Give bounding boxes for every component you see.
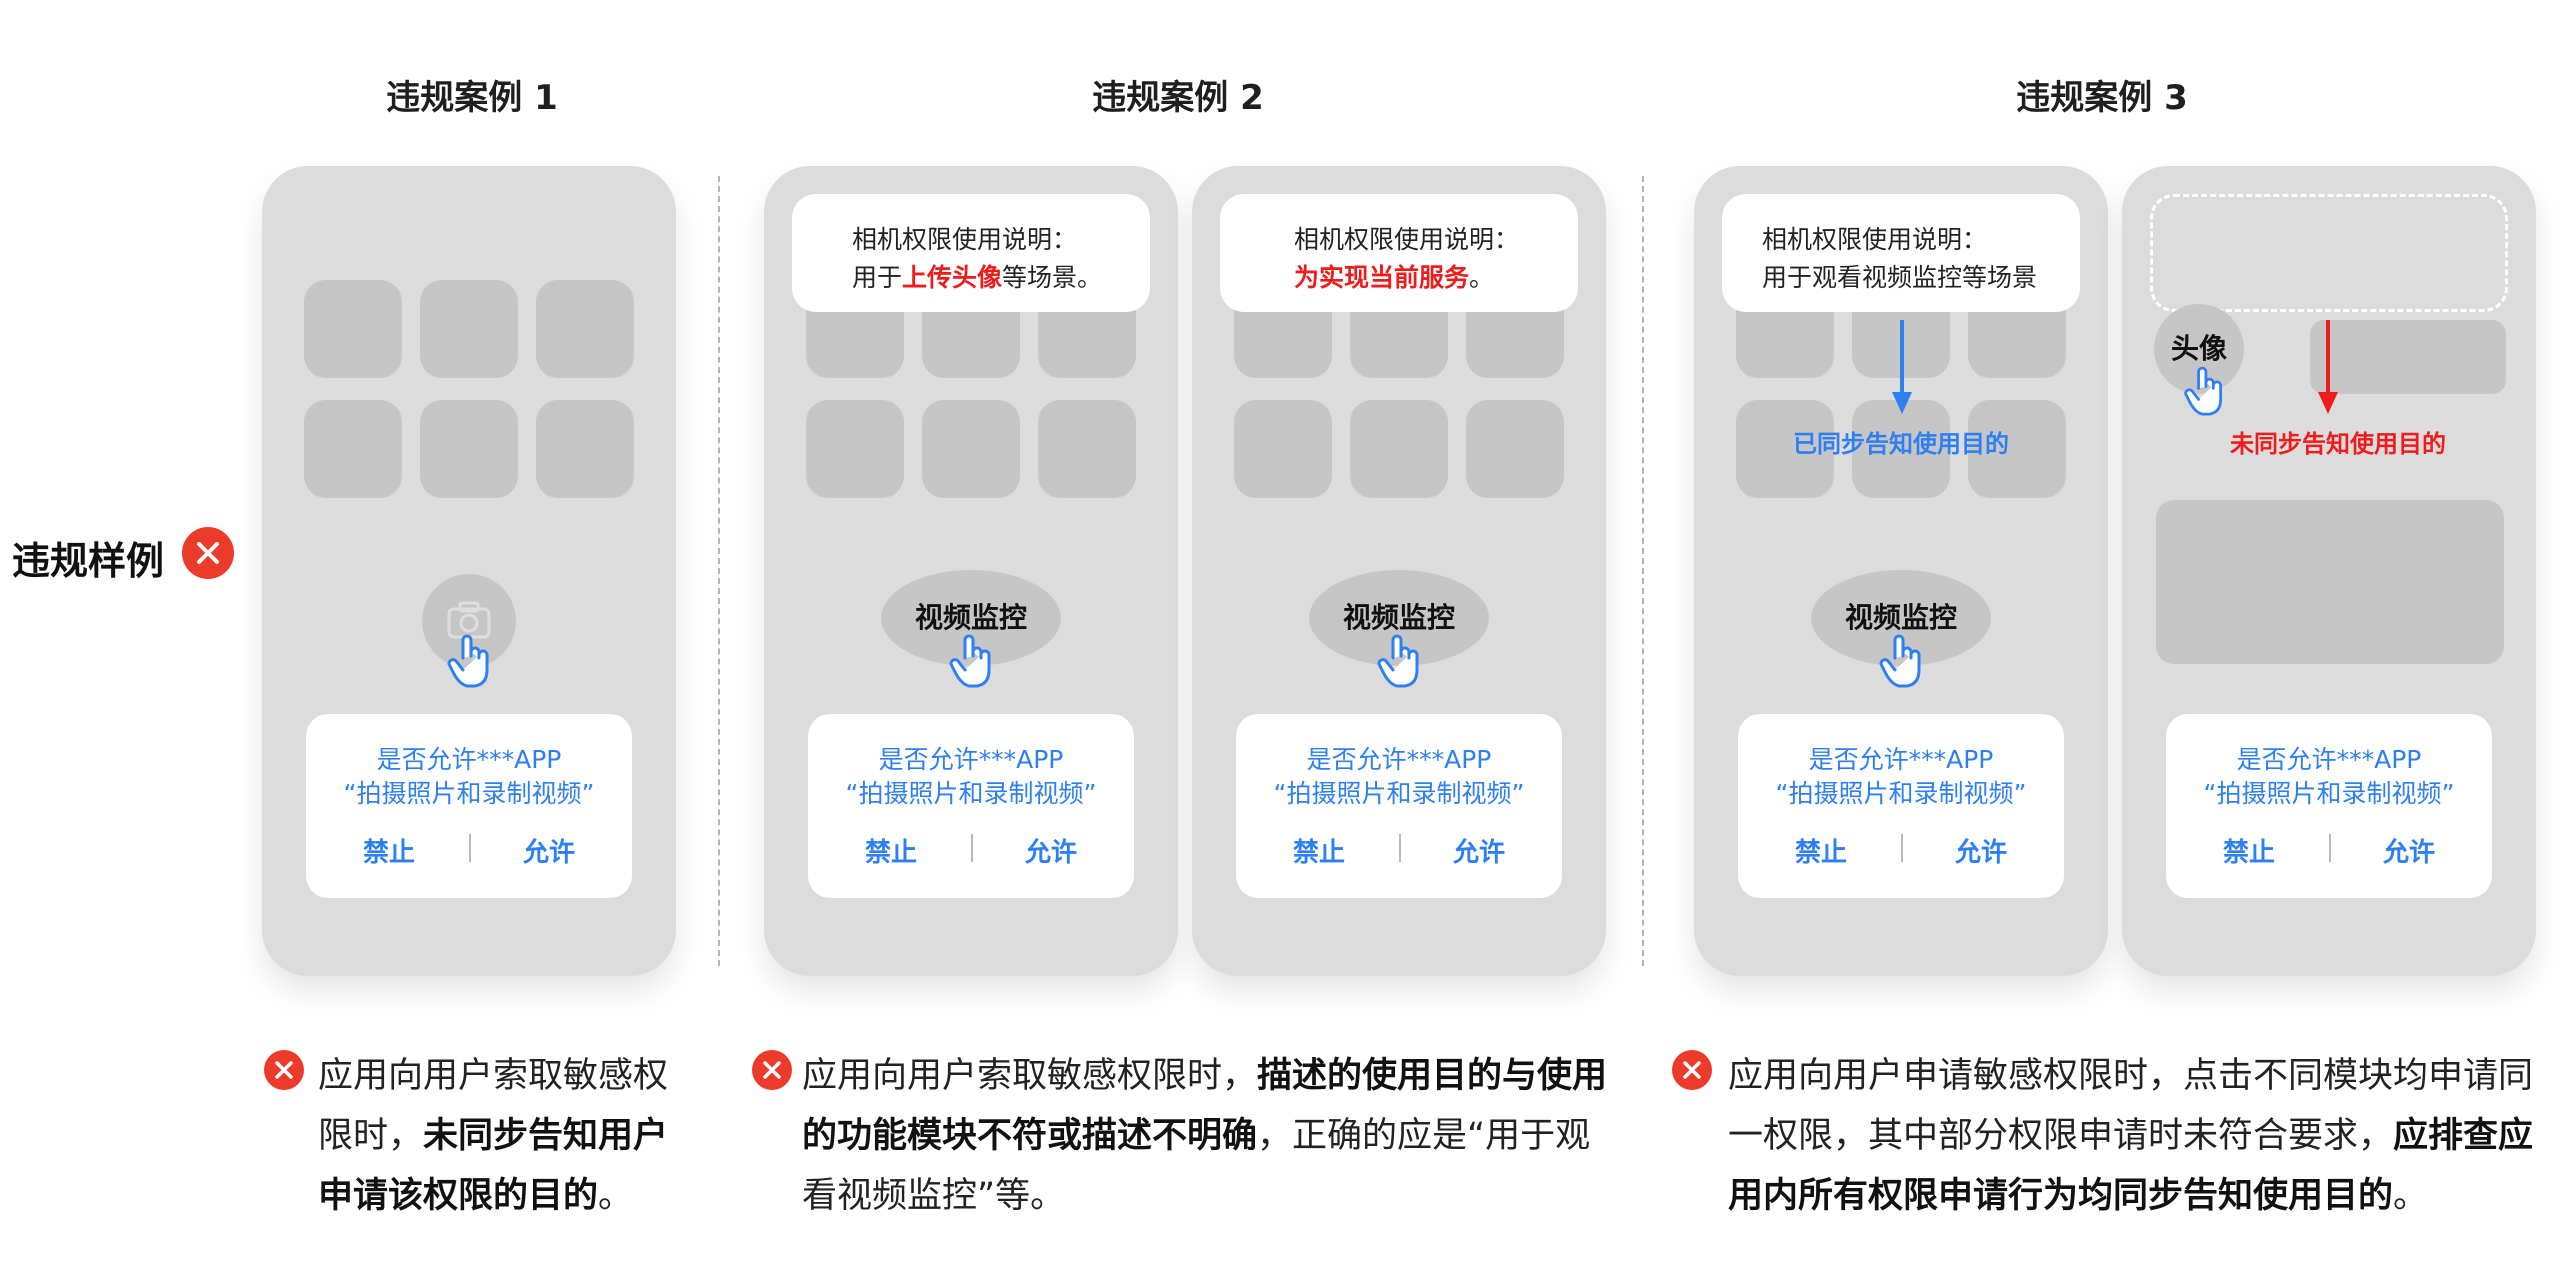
allow-button[interactable]: 允许 — [1954, 838, 2007, 868]
app-tile — [1038, 400, 1136, 498]
error-x-icon — [264, 1050, 304, 1090]
blue-arrow-icon — [1892, 320, 1912, 414]
app-tile — [1350, 300, 1448, 378]
permission-dialog: 是否允许***APP “拍摄照片和录制视频” 禁止 允许 — [1738, 714, 2064, 898]
permission-dialog: 是否允许***APP “拍摄照片和录制视频” 禁止 允许 — [2166, 714, 2492, 898]
deny-button[interactable]: 禁止 — [864, 838, 917, 868]
tap-hand-icon — [1377, 634, 1419, 688]
allow-button[interactable]: 允许 — [522, 838, 575, 868]
violation-sample-label: 违规样例 — [12, 539, 165, 583]
dialog-question: 是否允许***APP — [878, 745, 1064, 774]
case-3-title: 违规案例 3 — [2016, 78, 2188, 118]
app-tile — [536, 280, 634, 378]
dialog-divider — [1901, 834, 1903, 862]
error-x-icon — [1672, 1050, 1712, 1090]
permission-dialog: 是否允许***APP “拍摄照片和录制视频” 禁止 允许 — [1236, 714, 1562, 898]
dialog-question: 是否允许***APP — [376, 745, 562, 774]
dialog-divider — [2329, 834, 2331, 862]
tap-hand-icon — [2184, 366, 2223, 416]
app-tile — [1466, 300, 1564, 378]
app-tile — [1968, 400, 2066, 498]
synced-note: 已同步告知使用目的 — [1793, 430, 2009, 458]
content-block — [2310, 320, 2506, 394]
phone-case-2a: 相机权限使用说明： 用于上传头像等场景。 视频监控 是否允许***APP “拍摄… — [764, 166, 1178, 976]
app-tile — [304, 400, 402, 498]
case-divider-1 — [718, 176, 720, 966]
dialog-permission: “拍摄照片和录制视频” — [845, 779, 1097, 808]
app-tile — [1968, 300, 2066, 378]
permission-explanation: 相机权限使用说明： 为实现当前服务。 — [1220, 194, 1578, 312]
app-tile — [922, 300, 1020, 378]
app-tile — [1852, 400, 1950, 498]
video-monitor-button[interactable]: 视频监控 — [1811, 570, 1991, 666]
case-1-title: 违规案例 1 — [386, 78, 558, 118]
explanation-text: 为实现当前服务。 — [1294, 263, 1495, 292]
dialog-divider — [971, 834, 973, 862]
missing-explanation-placeholder — [2150, 194, 2508, 312]
app-tile — [1234, 400, 1332, 498]
red-arrow-icon — [2318, 320, 2338, 414]
explanation-text: 用于上传头像等场景。 — [852, 263, 1103, 292]
allow-button[interactable]: 允许 — [1452, 838, 1505, 868]
explanation-title: 相机权限使用说明： — [1762, 225, 1988, 254]
allow-button[interactable]: 允许 — [2382, 838, 2435, 868]
dialog-question: 是否允许***APP — [1808, 745, 1994, 774]
case-1-description: 应用向用户索取敏感权限时，未同步告知用户申请该权限的目的。 — [318, 1056, 669, 1216]
app-tile — [536, 400, 634, 498]
explanation-title: 相机权限使用说明： — [852, 225, 1078, 254]
permission-dialog: 是否允许***APP “拍摄照片和录制视频” 禁止 允许 — [306, 714, 632, 898]
app-tile — [922, 400, 1020, 498]
phone-case-3a: 相机权限使用说明： 用于观看视频监控等场景 已同步告知使用目的 视频监控 是否允… — [1694, 166, 2108, 976]
content-block — [2156, 500, 2504, 664]
app-tile — [304, 280, 402, 378]
dialog-permission: “拍摄照片和录制视频” — [1775, 779, 2027, 808]
case-divider-2 — [1642, 176, 1644, 966]
app-tile — [1038, 300, 1136, 378]
case-2-title: 违规案例 2 — [1092, 78, 1264, 118]
dialog-divider — [469, 834, 471, 862]
app-tile — [1736, 400, 1834, 498]
deny-button[interactable]: 禁止 — [362, 838, 415, 868]
allow-button[interactable]: 允许 — [1024, 838, 1077, 868]
app-tile — [1350, 400, 1448, 498]
deny-button[interactable]: 禁止 — [2222, 838, 2275, 868]
dialog-divider — [1399, 834, 1401, 862]
error-x-icon — [752, 1050, 792, 1090]
phone-case-3b: 头像 未同步告知使用目的 是否允许***APP “拍摄照片和录制视频” 禁止 允… — [2122, 166, 2536, 976]
deny-button[interactable]: 禁止 — [1292, 838, 1345, 868]
app-tile — [1466, 400, 1564, 498]
not-synced-note: 未同步告知使用目的 — [2230, 430, 2446, 458]
error-x-icon — [182, 527, 234, 579]
case-2-description: 应用向用户索取敏感权限时，描述的使用目的与使用的功能模块不符或描述不明确，正确的… — [802, 1056, 1608, 1216]
app-tile — [806, 300, 904, 378]
app-tile — [420, 280, 518, 378]
phone-case-2b: 相机权限使用说明： 为实现当前服务。 视频监控 是否允许***APP “拍摄照片… — [1192, 166, 1606, 976]
dialog-permission: “拍摄照片和录制视频” — [1273, 779, 1525, 808]
dialog-permission: “拍摄照片和录制视频” — [2203, 779, 2455, 808]
dialog-permission: “拍摄照片和录制视频” — [343, 779, 595, 808]
app-tile — [1234, 300, 1332, 378]
deny-button[interactable]: 禁止 — [1794, 838, 1847, 868]
explanation-text: 用于观看视频监控等场景 — [1762, 263, 2038, 292]
video-monitor-button[interactable]: 视频监控 — [881, 570, 1061, 666]
tap-hand-icon — [949, 634, 991, 688]
app-tile — [420, 400, 518, 498]
case-3-description: 应用向用户申请敏感权限时，点击不同模块均申请同一权限，其中部分权限申请时未符合要… — [1728, 1056, 2534, 1216]
tap-hand-icon — [447, 634, 489, 688]
dialog-question: 是否允许***APP — [1306, 745, 1492, 774]
permission-explanation: 相机权限使用说明： 用于观看视频监控等场景 — [1722, 194, 2080, 312]
dialog-question: 是否允许***APP — [2236, 745, 2422, 774]
permission-explanation: 相机权限使用说明： 用于上传头像等场景。 — [792, 194, 1150, 312]
app-tile — [1736, 300, 1834, 378]
explanation-title: 相机权限使用说明： — [1294, 225, 1520, 254]
app-tile — [806, 400, 904, 498]
tap-hand-icon — [1879, 634, 1921, 688]
phone-case-1: 是否允许***APP “拍摄照片和录制视频” 禁止 允许 — [262, 166, 676, 976]
permission-dialog: 是否允许***APP “拍摄照片和录制视频” 禁止 允许 — [808, 714, 1134, 898]
